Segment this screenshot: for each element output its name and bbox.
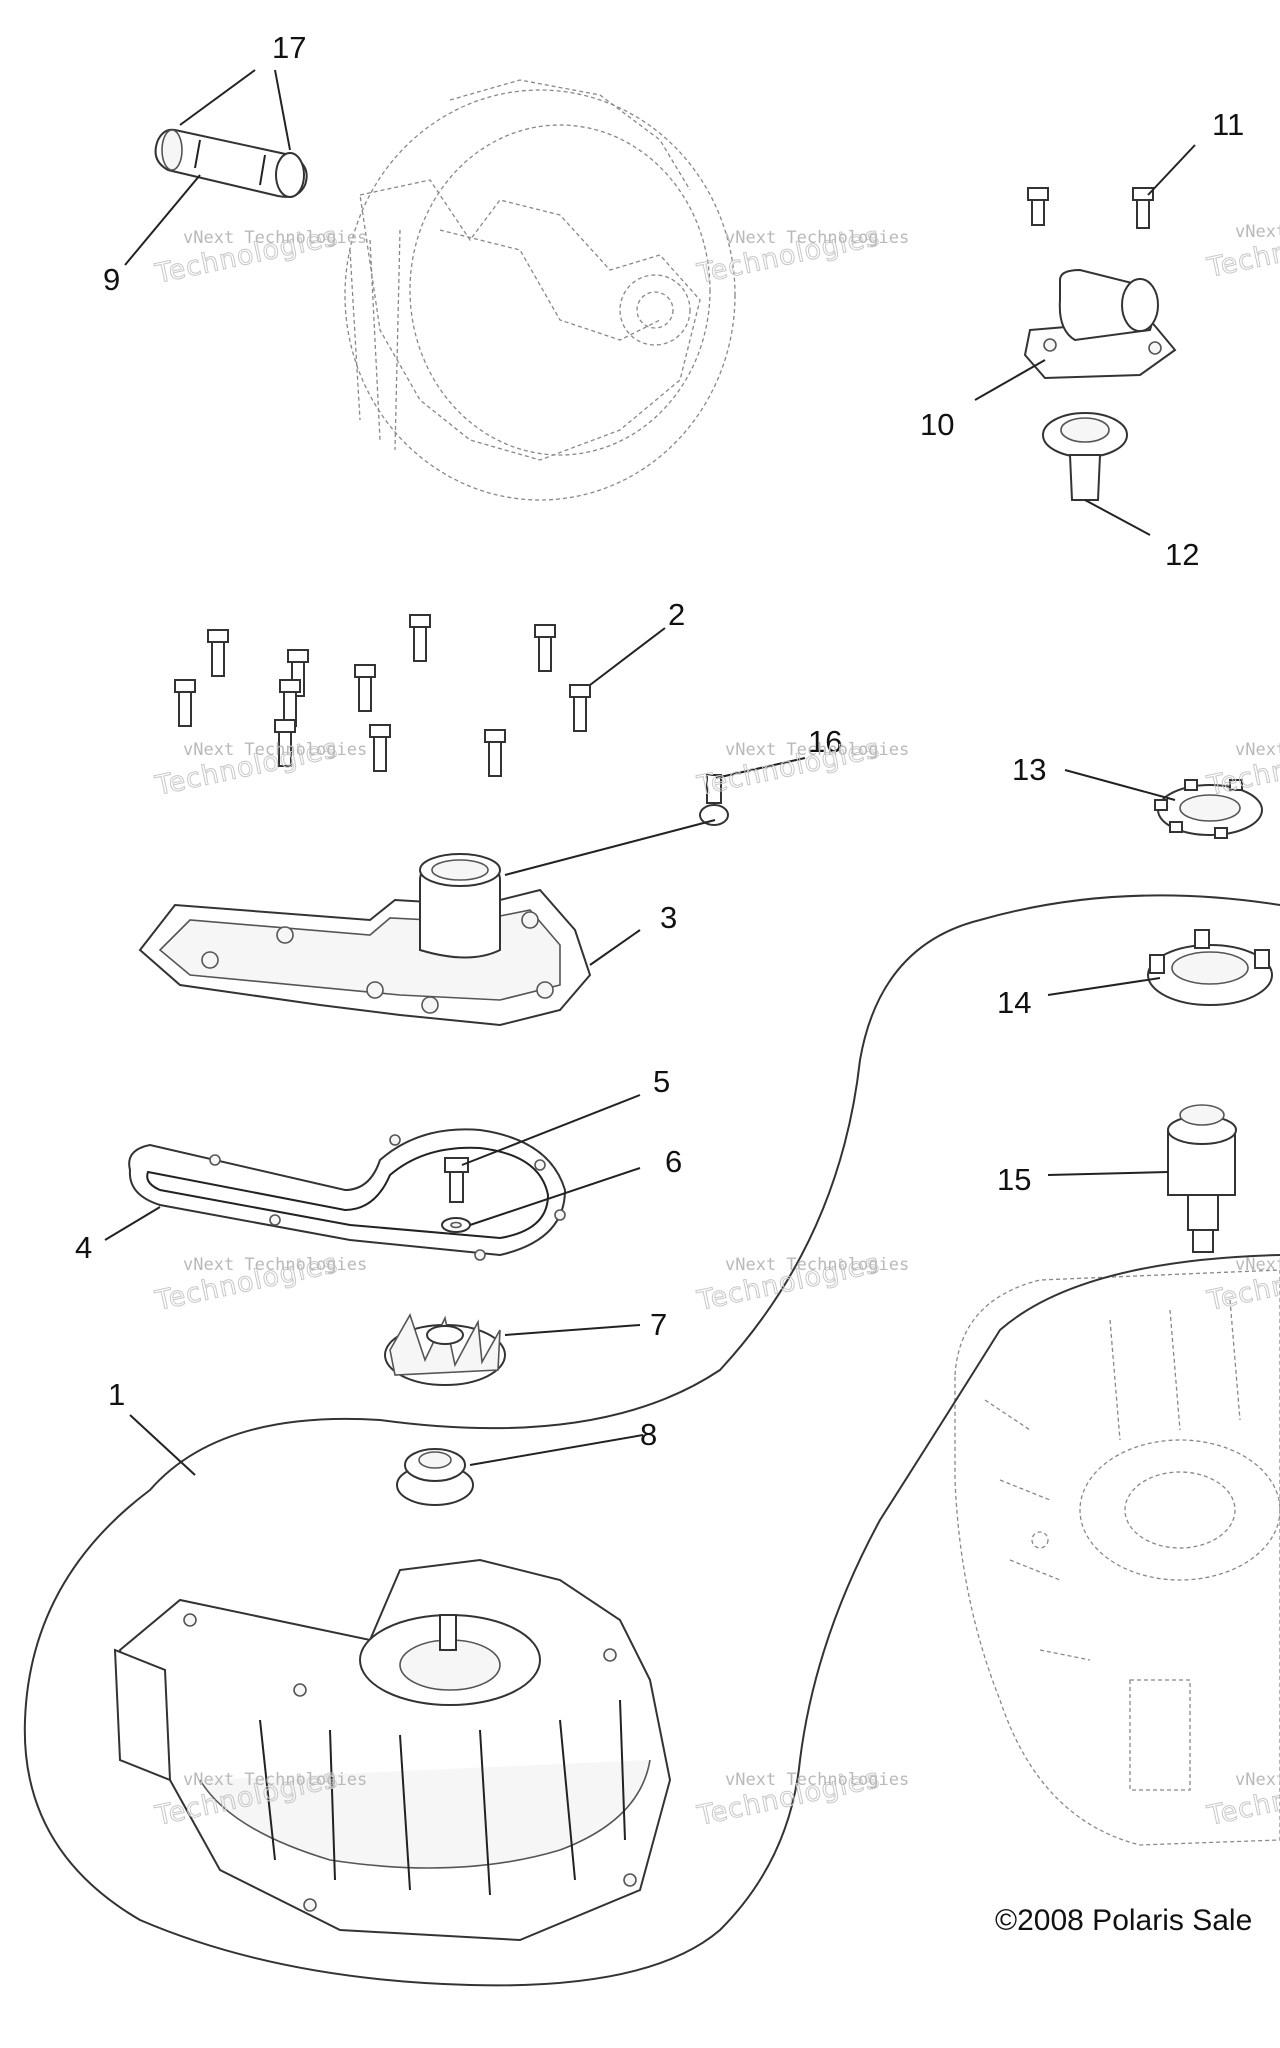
bolt xyxy=(1132,187,1154,229)
thermostat-housing-part xyxy=(1023,268,1177,380)
callout-15: 15 xyxy=(997,1162,1031,1197)
pump-cover-part xyxy=(138,853,592,1027)
callout-11: 11 xyxy=(1212,107,1244,142)
copyright-text: ©2008 Polaris Sale xyxy=(995,1904,1252,1937)
watermark-text: vNext Technologies xyxy=(183,228,367,248)
bolt xyxy=(274,719,296,767)
watermark-text: vNext Technologies xyxy=(183,1770,367,1790)
ring-part xyxy=(1154,779,1263,839)
assembly-boundary xyxy=(23,894,1280,1987)
bolt xyxy=(534,624,556,672)
fitting-part xyxy=(699,774,729,826)
pump-housing-part xyxy=(113,1558,672,1942)
watermark-text: vNext Technologies xyxy=(1235,1255,1280,1275)
watermark-text: vNext Technologies xyxy=(1235,222,1280,242)
watermark-text: vNext Technologies xyxy=(183,740,367,760)
callout-4: 4 xyxy=(75,1230,92,1265)
watermark-text: vNext Technologies xyxy=(725,740,909,760)
bolt xyxy=(1027,187,1049,226)
callout-3: 3 xyxy=(660,900,677,935)
shaft-part xyxy=(1167,1104,1237,1253)
impeller-bolt-part xyxy=(444,1157,469,1203)
watermark-text: vNext Technologies xyxy=(725,1255,909,1275)
bolt xyxy=(369,724,391,772)
leader-lines xyxy=(104,69,1196,1476)
thermostat-part xyxy=(1042,412,1128,501)
callout-17: 17 xyxy=(272,30,306,65)
watermark-text: vNext Technologies xyxy=(1235,740,1280,760)
callout-16: 16 xyxy=(808,724,842,759)
bolt xyxy=(174,679,196,727)
watermark-text: vNext Technologies xyxy=(725,1770,909,1790)
bolts-top-right xyxy=(1027,187,1154,229)
callout-9: 9 xyxy=(103,262,120,297)
washer-part xyxy=(441,1217,471,1233)
bolt xyxy=(484,729,506,777)
gasket-part xyxy=(128,1128,567,1261)
bolt xyxy=(354,664,376,712)
callout-12: 12 xyxy=(1165,537,1199,572)
ghost-engine-housing-top xyxy=(344,79,736,501)
watermark-text: vNext Technologies xyxy=(183,1255,367,1275)
callout-5: 5 xyxy=(653,1064,670,1099)
bypass-tube-part xyxy=(154,128,308,198)
callout-2: 2 xyxy=(668,597,685,632)
callout-10: 10 xyxy=(920,407,954,442)
callout-numbers: 1 2 3 4 5 6 7 8 9 10 11 12 13 14 15 16 1… xyxy=(75,30,1244,1452)
bolt xyxy=(409,614,431,662)
bolt xyxy=(207,629,229,677)
watermark-text: vNext Technologies xyxy=(1235,1770,1280,1790)
watermark-text: vNext Technologies xyxy=(725,228,909,248)
cover-bolts xyxy=(174,614,591,777)
callout-1: 1 xyxy=(108,1377,125,1412)
bolt xyxy=(569,684,591,732)
seal-part xyxy=(396,1448,474,1506)
callout-8: 8 xyxy=(640,1417,657,1452)
callout-7: 7 xyxy=(650,1307,667,1342)
impeller-part xyxy=(384,1313,506,1386)
callout-6: 6 xyxy=(665,1144,682,1179)
ghost-housing-bottom xyxy=(954,1269,1280,1846)
bolt xyxy=(279,679,301,727)
plate-part xyxy=(1147,929,1273,1006)
callout-14: 14 xyxy=(997,985,1031,1020)
callout-13: 13 xyxy=(1012,752,1046,787)
